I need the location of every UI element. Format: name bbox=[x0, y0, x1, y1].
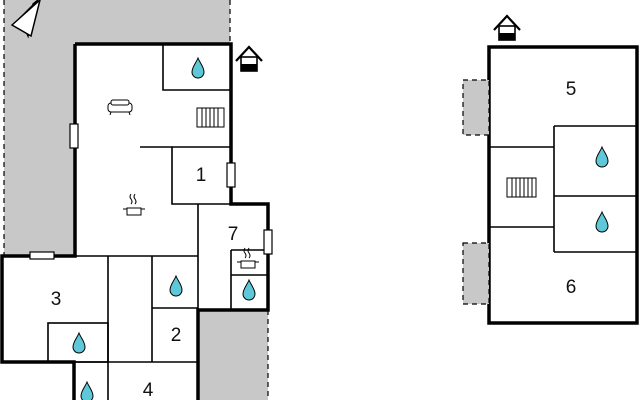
terrace-west bbox=[4, 0, 230, 256]
terrace-south bbox=[198, 310, 268, 400]
water-drop-icon bbox=[72, 331, 86, 354]
water-drop-icon bbox=[80, 380, 94, 400]
water-drop-icon bbox=[191, 56, 205, 79]
interior-walls bbox=[47, 44, 268, 400]
water-drops bbox=[72, 56, 609, 400]
room-label-1: 1 bbox=[196, 165, 207, 186]
annex-terrace-upper bbox=[462, 79, 490, 136]
house-entrance-icon bbox=[493, 14, 521, 41]
terrace-borders bbox=[3, 0, 269, 400]
room-label-4: 4 bbox=[143, 380, 154, 400]
room-label-7: 7 bbox=[228, 224, 239, 245]
house-entrance-icon bbox=[235, 45, 263, 72]
windows-main bbox=[29, 123, 273, 260]
annex-terraces bbox=[462, 79, 490, 305]
sofa-icon bbox=[107, 99, 133, 116]
water-drop-icon bbox=[242, 278, 256, 301]
water-drop-icon bbox=[169, 274, 183, 297]
room-label-5: 5 bbox=[566, 79, 577, 100]
north-arrow-icon bbox=[10, 0, 41, 39]
annex-interior-walls bbox=[489, 125, 637, 253]
water-drop-icon bbox=[595, 210, 609, 233]
room-labels: 1 2 3 4 5 6 7 bbox=[51, 79, 577, 400]
stove-pot-icon bbox=[123, 193, 145, 216]
room-label-6: 6 bbox=[566, 277, 577, 298]
radiator-icon bbox=[196, 107, 225, 128]
stove-pot-icon bbox=[237, 247, 259, 269]
room-label-2: 2 bbox=[171, 325, 182, 346]
radiator-icon bbox=[506, 177, 537, 198]
room-label-3: 3 bbox=[51, 289, 62, 310]
water-drop-icon bbox=[595, 145, 609, 168]
annex-building-outline bbox=[487, 45, 639, 325]
terrace-areas bbox=[4, 0, 268, 400]
annex-terrace-lower bbox=[462, 242, 490, 305]
